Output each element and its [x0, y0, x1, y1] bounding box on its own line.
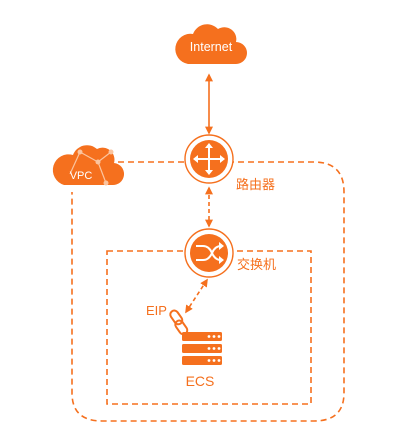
internet-label: Internet [190, 40, 233, 54]
eip-label: EIP [146, 303, 167, 318]
ecs-label: ECS [186, 373, 215, 389]
vpc-label: VPC [70, 170, 93, 182]
vpc-node: VPC [52, 145, 125, 186]
switch-eip-link [185, 278, 208, 314]
internet-node: Internet [175, 24, 247, 65]
server-icon [182, 332, 222, 365]
router-icon [184, 134, 234, 184]
cloud-icon [175, 24, 247, 65]
router-label: 路由器 [236, 177, 275, 192]
link-icon [169, 309, 189, 336]
switch-node: 交换机 [184, 228, 276, 278]
switch-icon [184, 228, 234, 278]
switch-label: 交换机 [237, 257, 276, 272]
eip-node: EIP [146, 303, 189, 336]
ecs-node: ECS [182, 332, 222, 389]
router-node: 路由器 [184, 134, 275, 192]
